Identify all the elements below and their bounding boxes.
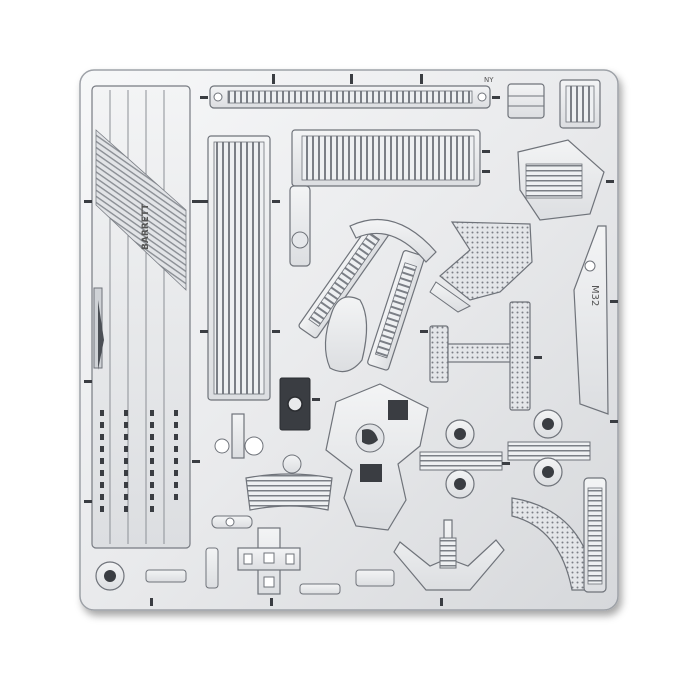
cross-bracket-small <box>214 413 264 459</box>
perforated-chevron-part <box>429 221 533 313</box>
curved-grille-part <box>245 454 333 511</box>
tiny-link-part <box>211 515 253 529</box>
right-blade-part: M32 <box>573 225 609 415</box>
ring-pair-right <box>507 409 591 487</box>
bottom-gear-part <box>95 561 125 591</box>
side-marking: M32 <box>589 285 600 306</box>
sprue-tabs <box>84 74 618 606</box>
left-long-strip: BARRETT <box>91 85 191 549</box>
bulb-part <box>324 296 368 373</box>
perforated-i-beam-part <box>429 301 531 411</box>
wide-grille-part <box>289 129 481 267</box>
vertical-grille-part <box>207 135 271 401</box>
cross-plate-part <box>237 527 301 595</box>
top-right-small-parts <box>507 79 601 129</box>
folded-vent-part <box>517 139 605 221</box>
bottom-small-bars <box>145 547 395 595</box>
curved-arm-part <box>511 477 607 593</box>
crest-base-part <box>325 383 429 531</box>
y-fork-part <box>393 519 505 591</box>
slanted-ladder-right <box>367 250 425 371</box>
corner-marking: NY <box>484 76 494 84</box>
top-ladder-part <box>209 85 491 109</box>
arc-bracket <box>349 219 437 263</box>
vertical-stamp: BARRETT <box>141 203 151 250</box>
dark-bracket-part <box>279 377 311 431</box>
ring-pair-left <box>419 419 503 499</box>
